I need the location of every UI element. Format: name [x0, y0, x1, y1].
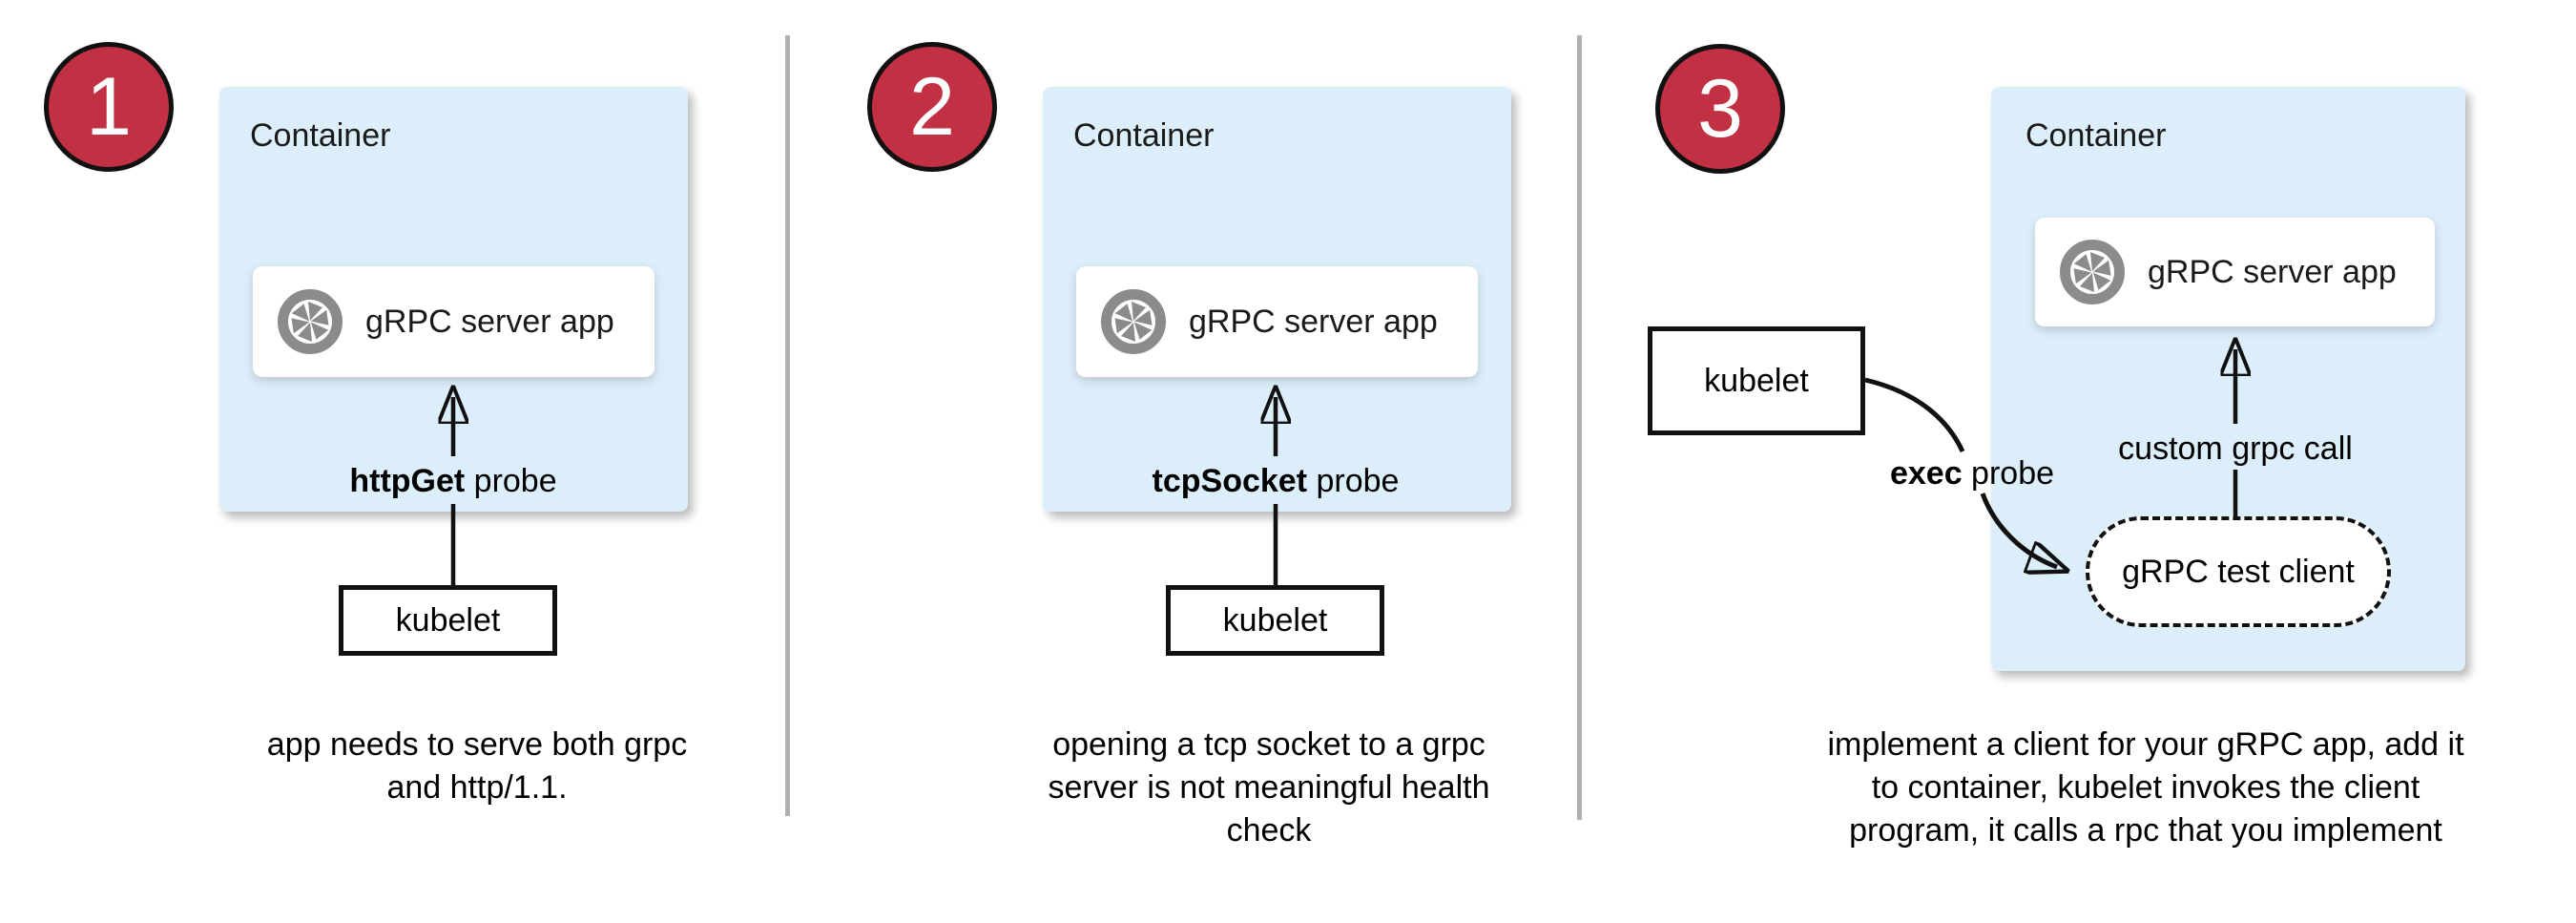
container-label-2: Container	[1073, 117, 1215, 154]
aperture-icon	[278, 289, 343, 354]
probe-label-1: httpGet probe	[310, 464, 596, 498]
kubelet-box-3: kubelet	[1648, 326, 1865, 435]
probe-name-1: httpGet	[349, 463, 466, 499]
grpc-server-app-label-1: gRPC server app	[365, 303, 614, 340]
step-3-badge: 3	[1655, 44, 1785, 174]
panel-divider-2	[1577, 35, 1582, 820]
grpc-server-app-box-2: gRPC server app	[1076, 266, 1478, 377]
grpc-server-app-box-3: gRPC server app	[2035, 218, 2435, 326]
custom-grpc-call-label: custom grpc call	[2118, 430, 2353, 467]
panel-divider-1	[785, 35, 790, 816]
grpc-server-app-label-3: gRPC server app	[2148, 253, 2397, 290]
grpc-test-client-box: gRPC test client	[2086, 516, 2391, 627]
step-2-number: 2	[909, 61, 955, 153]
kubelet-label-2: kubelet	[1222, 601, 1328, 639]
step-3-number: 3	[1697, 63, 1743, 155]
arrow-exec-probe-curve-upper	[1864, 377, 1965, 453]
kubelet-label-1: kubelet	[395, 601, 501, 639]
container-label-1: Container	[250, 117, 391, 154]
probe-label-3: exec probe	[1829, 456, 2115, 491]
kubelet-box-1: kubelet	[339, 585, 557, 656]
probe-name-3: exec	[1889, 455, 1963, 492]
probe-label-2: tcpSocket probe	[1123, 464, 1428, 498]
aperture-icon	[2060, 240, 2125, 304]
probe-rest-1: probe	[465, 463, 557, 499]
step-2-badge: 2	[867, 42, 997, 172]
kubelet-box-2: kubelet	[1166, 585, 1384, 656]
aperture-icon	[1101, 289, 1166, 354]
step-1-badge: 1	[44, 42, 174, 172]
probe-rest-3: probe	[1962, 455, 2055, 492]
grpc-server-app-box-1: gRPC server app	[253, 266, 654, 377]
grpc-test-client-label: gRPC test client	[2122, 553, 2355, 590]
step-1-number: 1	[86, 61, 132, 153]
panel-caption-2: opening a tcp socket to a grpc server is…	[1048, 726, 1490, 849]
panel-caption-1: app needs to serve both grpc and http/1.…	[266, 726, 688, 806]
panel-caption-3: implement a client for your gRPC app, ad…	[1827, 726, 2464, 849]
probe-rest-2: probe	[1307, 463, 1400, 499]
container-label-3: Container	[2025, 117, 2167, 154]
grpc-server-app-label-2: gRPC server app	[1189, 303, 1438, 340]
kubelet-label-3: kubelet	[1704, 362, 1809, 399]
probe-name-2: tcpSocket	[1152, 463, 1308, 499]
